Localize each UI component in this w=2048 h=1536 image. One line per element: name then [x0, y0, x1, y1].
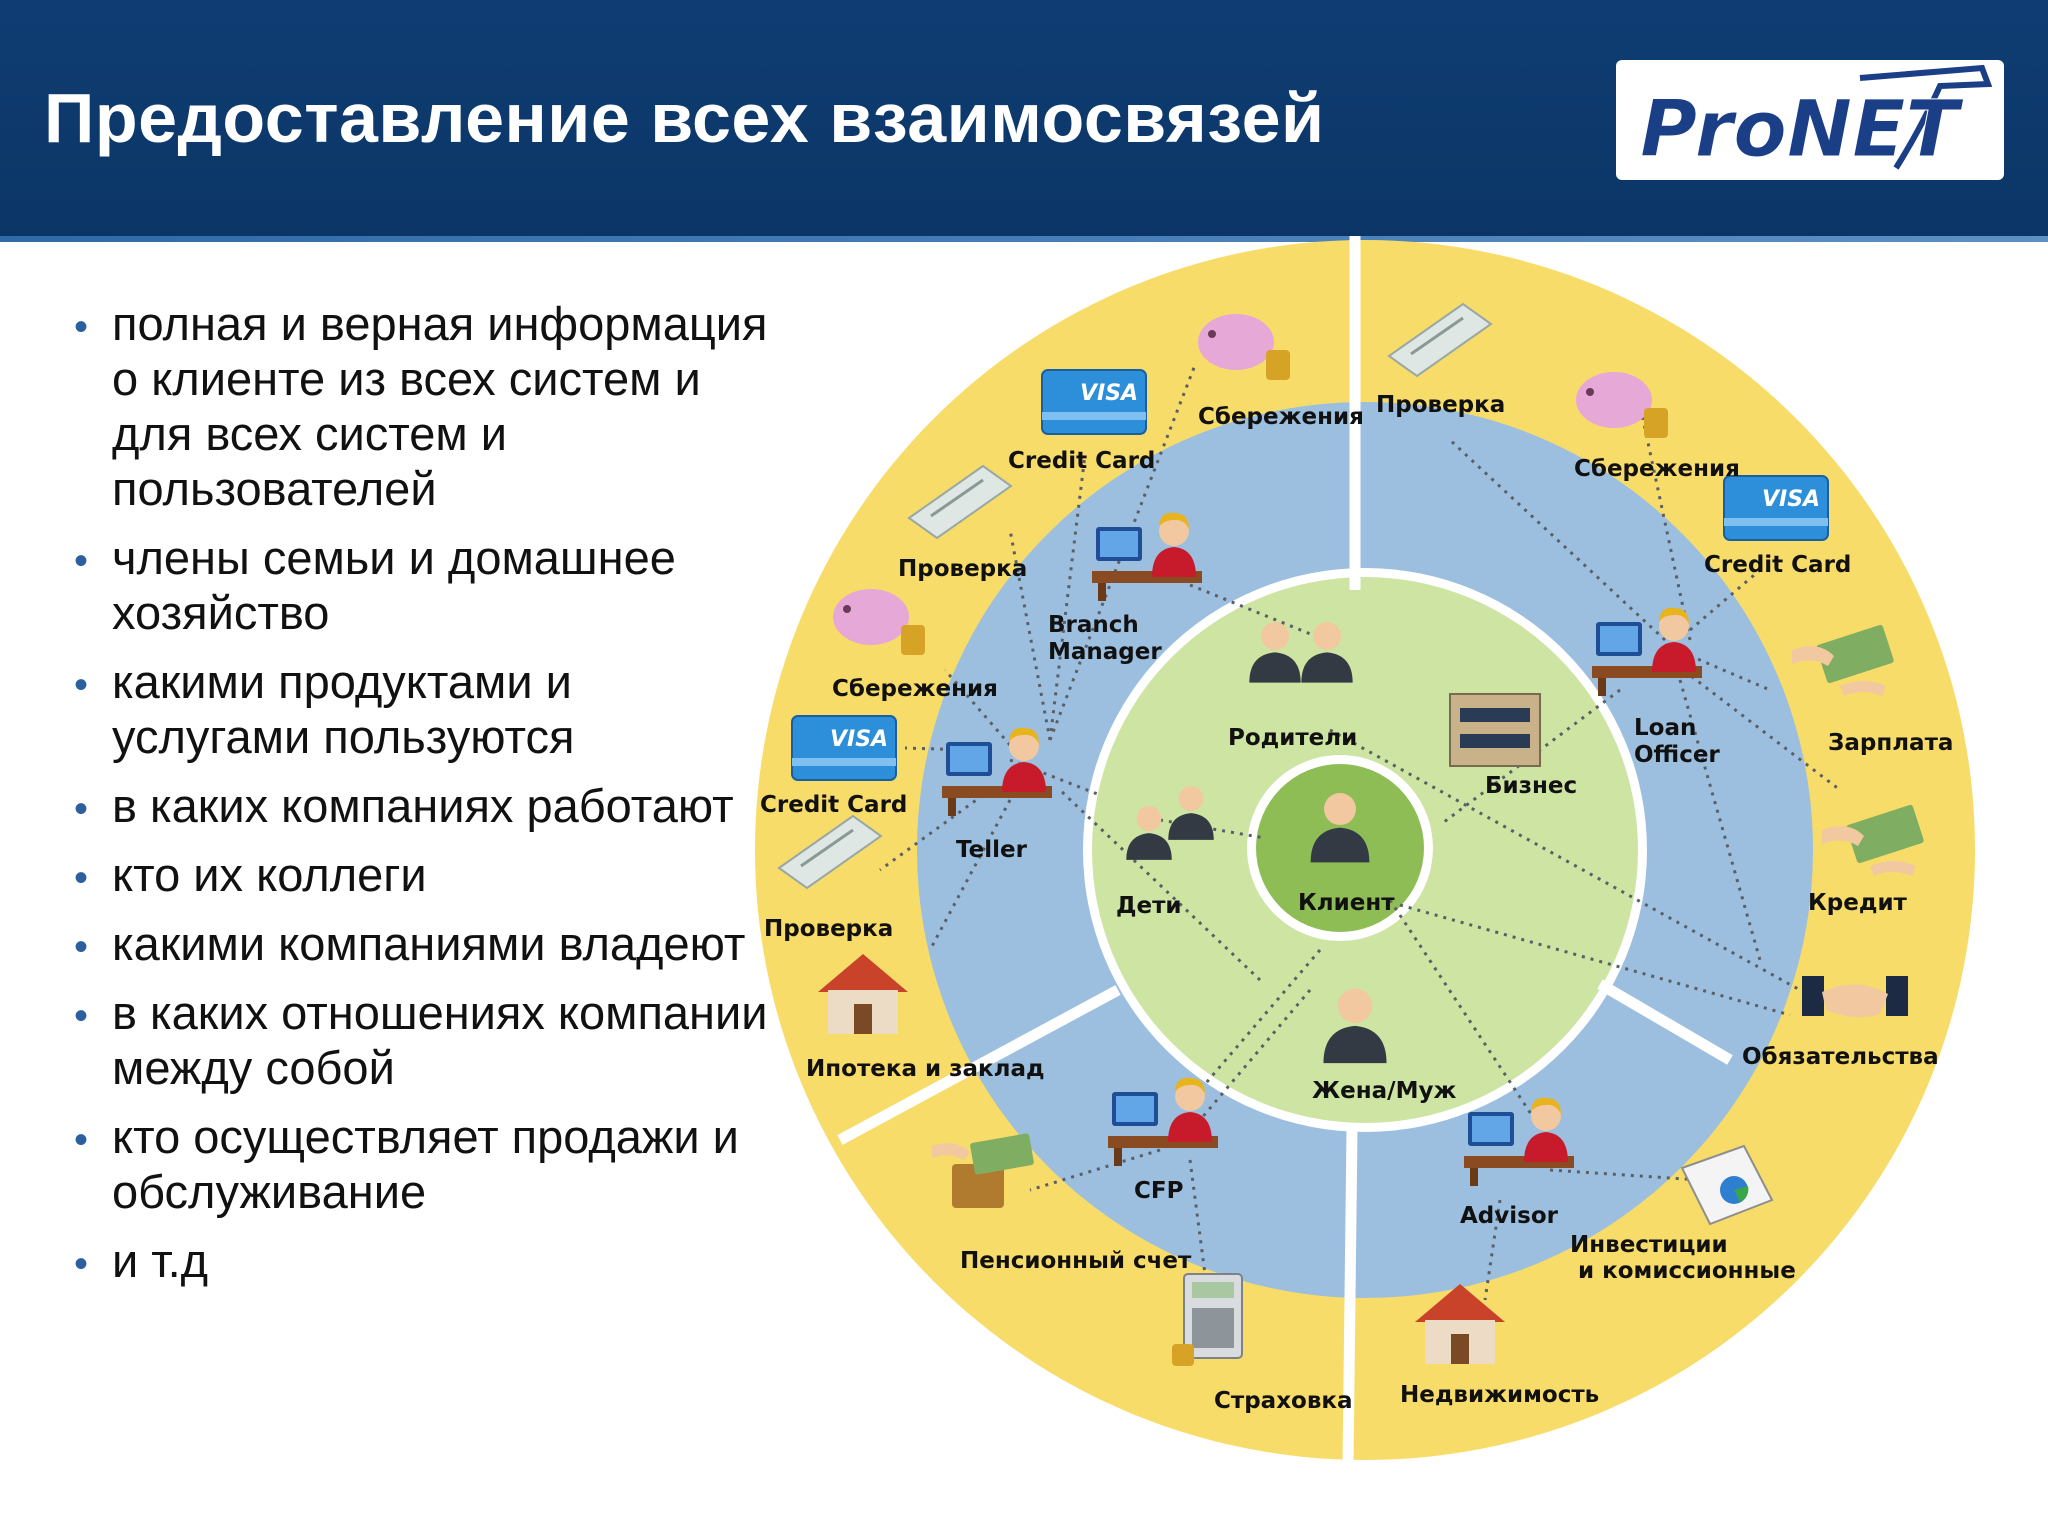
business-building-icon [1449, 693, 1541, 767]
page-title: Предоставление всех взаимосвязей [44, 79, 1325, 157]
bullet-text: и т.д [112, 1234, 209, 1287]
label-check: Проверка [764, 916, 893, 942]
label-loan-officer-line-1: Loan [1634, 715, 1696, 741]
label-advisor: Advisor [1460, 1203, 1559, 1229]
label-spouse: Жена/Муж [1312, 1078, 1456, 1104]
bullet-item: • полная и верная информация о клиенте из… [60, 296, 780, 516]
bullet-text: члены семьи и домашнее хозяйство [112, 531, 676, 639]
label-business: Бизнес [1485, 773, 1577, 799]
header-banner: Предоставление всех взаимосвязей ProNET [0, 0, 2048, 242]
bullet-item: • в каких компаниях работают [60, 778, 780, 833]
label-client: Клиент [1298, 890, 1395, 916]
bullet-list: • полная и верная информация о клиенте из… [60, 296, 780, 1302]
label-loan-officer: Loan Officer [1634, 715, 1720, 768]
label-savings: Сбережения [1198, 404, 1364, 430]
bullet-text: в каких отношениях компании между собой [112, 986, 768, 1094]
bullet-text: какими продуктами и услугами пользуются [112, 655, 575, 763]
bullet-dot: • [74, 1242, 89, 1286]
bullet-dot: • [74, 663, 89, 707]
diagram-labels: Клиент Родители Бизнес Дети Жена/Муж Bra… [760, 392, 1953, 1414]
bullet-dot: • [74, 856, 89, 900]
label-pension-account: Пенсионный счет [960, 1248, 1192, 1274]
pronet-logo: ProNET [1616, 60, 2004, 180]
label-salary: Зарплата [1828, 730, 1953, 756]
bullet-dot: • [74, 787, 89, 831]
label-loan-officer-line-2: Officer [1634, 742, 1720, 768]
label-real-estate: Недвижимость [1400, 1382, 1599, 1408]
bullet-text: полная и верная информация о клиенте из … [112, 297, 768, 515]
credit-card-icon [1723, 475, 1829, 541]
credit-card-icon [791, 715, 897, 781]
label-credit-card: Credit Card [1008, 448, 1155, 474]
sector-dividers [837, 236, 1733, 1466]
label-credit-card: Credit Card [760, 792, 907, 818]
bullet-dot: • [74, 539, 89, 583]
label-investments: Инвестиции [1570, 1232, 1728, 1258]
bullet-text: кто их коллеги [112, 848, 427, 901]
label-mortgage: Ипотека и заклад [806, 1056, 1045, 1082]
label-credit: Кредит [1808, 890, 1908, 916]
bullet-dot: • [74, 925, 89, 969]
bullet-dot: • [74, 1118, 89, 1162]
label-savings: Сбережения [1574, 456, 1740, 482]
label-obligations: Обязательства [1742, 1044, 1939, 1070]
bullet-item: • и т.д [60, 1233, 780, 1288]
label-insurance: Страховка [1214, 1388, 1353, 1414]
label-children: Дети [1116, 893, 1182, 919]
label-cfp: CFP [1134, 1178, 1183, 1204]
bullet-text: какими компаниями владеют [112, 917, 746, 970]
credit-card-icon [1041, 369, 1147, 435]
bullet-item: • в каких отношениях компании между собой [60, 985, 780, 1095]
bullet-item: • какими компаниями владеют [60, 916, 780, 971]
header-rule [0, 236, 2048, 242]
bullet-dot: • [74, 305, 89, 349]
label-commissions: и комиссионные [1578, 1258, 1796, 1284]
bullet-item: • кто осуществляет продажи и обслуживание [60, 1109, 780, 1219]
label-parents: Родители [1228, 725, 1357, 751]
label-branch-manager: Branch Manager [1048, 612, 1162, 665]
label-credit-card: Credit Card [1704, 552, 1851, 578]
label-branch-manager-line-1: Branch [1048, 612, 1139, 638]
svg-text:ProNET: ProNET [1640, 85, 1964, 175]
bullet-text: в каких компаниях работают [112, 779, 734, 832]
label-check: Проверка [898, 556, 1027, 582]
label-savings: Сбережения [832, 676, 998, 702]
label-check: Проверка [1376, 392, 1505, 418]
bullet-item: • кто их коллеги [60, 847, 780, 902]
label-branch-manager-line-2: Manager [1048, 639, 1162, 665]
bullet-text: кто осуществляет продажи и обслуживание [112, 1110, 739, 1218]
bullet-dot: • [74, 994, 89, 1038]
label-teller: Teller [956, 837, 1028, 863]
bullet-item: • члены семьи и домашнее хозяйство [60, 530, 780, 640]
bullet-item: • какими продуктами и услугами пользуются [60, 654, 780, 764]
